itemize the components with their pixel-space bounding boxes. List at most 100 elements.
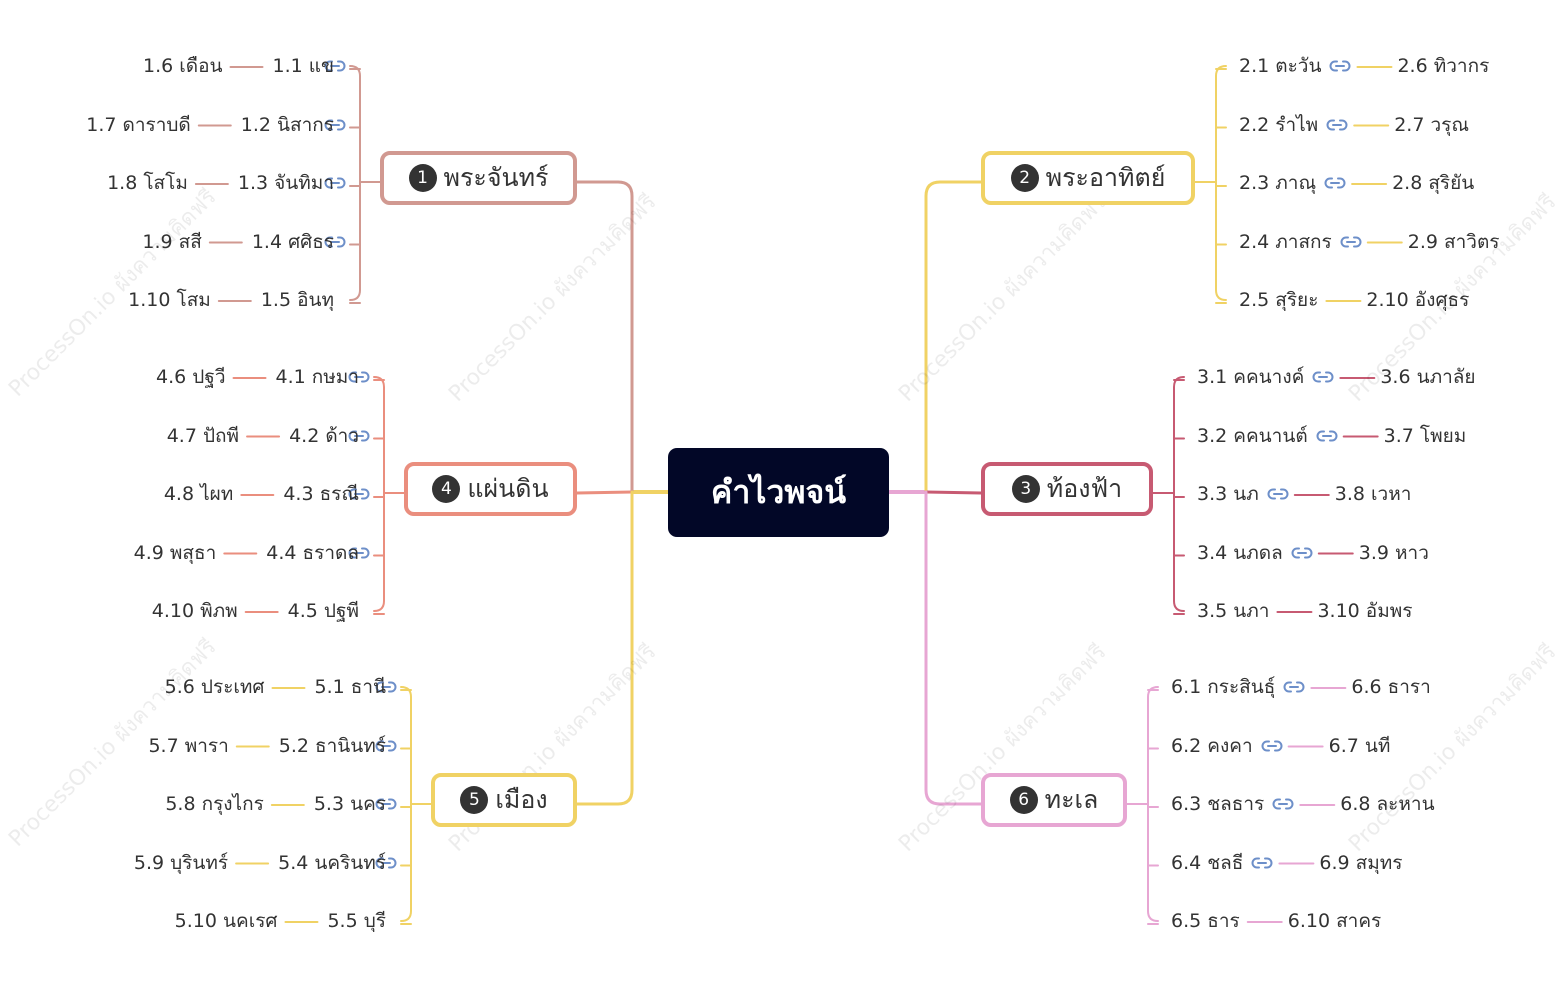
inner-leaf[interactable]: 4.5 ปฐพี	[287, 600, 359, 622]
inner-leaf[interactable]: 5.5 บุรี	[327, 910, 386, 932]
outer-leaf[interactable]: 6.10 สาคร	[1287, 910, 1382, 932]
link-icon[interactable]	[1312, 370, 1334, 384]
inner-leaf[interactable]: 1.3 จันทิมา	[237, 172, 334, 194]
outer-leaf[interactable]: 4.6 ปฐวี	[156, 366, 226, 388]
number-badge: 5	[460, 786, 489, 814]
inner-leaf[interactable]: 5.1 ธานี	[314, 676, 386, 698]
outer-leaf[interactable]: 4.9 พสุธา	[133, 541, 217, 564]
outer-leaf[interactable]: 3.9 หาว	[1358, 541, 1429, 564]
link-icon[interactable]	[348, 487, 370, 501]
outer-leaf[interactable]: 2.8 สุริยัน	[1392, 172, 1475, 194]
branch-label: พระอาทิตย์	[1045, 163, 1166, 192]
link-icon[interactable]	[1324, 176, 1346, 190]
link-icon[interactable]	[348, 429, 370, 443]
inner-leaf[interactable]: 6.4 ชลธี	[1171, 851, 1244, 874]
outer-leaf[interactable]: 6.9 สมุทร	[1319, 851, 1403, 874]
link-icon[interactable]	[375, 797, 397, 811]
outer-leaf[interactable]: 1.9 สสี	[142, 230, 202, 253]
outer-leaf[interactable]: 1.10 โสม	[128, 289, 211, 311]
inner-leaf[interactable]: 1.1 แข	[272, 55, 335, 77]
inner-leaf[interactable]: 4.4 ธราดล	[266, 541, 359, 564]
inner-leaf[interactable]: 1.5 อินทุ	[260, 289, 334, 311]
inner-leaf[interactable]: 2.1 ตะวัน	[1239, 55, 1322, 77]
branch-label: พระจันทร์	[443, 163, 549, 192]
link-icon[interactable]	[348, 546, 370, 560]
link-icon[interactable]	[1251, 856, 1273, 870]
link-icon[interactable]	[324, 118, 346, 132]
inner-leaf[interactable]: 4.1 กษมา	[275, 366, 359, 388]
outer-leaf[interactable]: 6.7 นที	[1328, 734, 1391, 757]
link-icon[interactable]	[1272, 797, 1294, 811]
link-icon[interactable]	[348, 370, 370, 384]
outer-leaf[interactable]: 6.8 ละหาน	[1340, 793, 1435, 815]
inner-leaf[interactable]: 6.1 กระสินธุ์	[1171, 676, 1276, 698]
outer-leaf[interactable]: 1.7 ดาราบดี	[86, 113, 191, 136]
outer-leaf[interactable]: 5.10 นคเรศ	[174, 910, 278, 932]
inner-leaf[interactable]: 4.3 ธรณี	[283, 483, 359, 505]
inner-leaf[interactable]: 2.4 ภาสกร	[1239, 230, 1332, 253]
link-icon[interactable]	[324, 59, 346, 73]
outer-leaf[interactable]: 3.6 นภาลัย	[1380, 366, 1476, 388]
inner-leaf[interactable]: 2.3 ภาณุ	[1239, 172, 1317, 194]
branch-bus	[1173, 376, 1185, 612]
outer-leaf[interactable]: 2.7 วรุณ	[1394, 113, 1469, 136]
outer-leaf[interactable]: 5.9 บุรินทร์	[133, 851, 229, 874]
outer-leaf[interactable]: 1.8 โสโม	[107, 172, 188, 194]
inner-leaf[interactable]: 3.5 นภา	[1197, 600, 1270, 622]
outer-leaf[interactable]: 3.8 เวหา	[1334, 483, 1412, 505]
outer-leaf[interactable]: 3.10 อัมพร	[1317, 600, 1413, 622]
outer-leaf[interactable]: 3.7 โพยม	[1383, 424, 1467, 447]
inner-leaf[interactable]: 1.4 ศศิธร	[251, 230, 334, 253]
link-icon[interactable]	[1340, 235, 1362, 249]
link-icon[interactable]	[1291, 546, 1313, 560]
inner-leaf[interactable]: 3.4 นภดล	[1197, 541, 1283, 564]
link-icon[interactable]	[375, 680, 397, 694]
outer-leaf[interactable]: 2.10 อังศุธร	[1366, 289, 1470, 311]
inner-leaf[interactable]: 2.5 สุริยะ	[1239, 289, 1319, 311]
outer-leaf[interactable]: 4.8 ไผท	[163, 483, 234, 505]
link-icon[interactable]	[1326, 118, 1348, 132]
link-icon[interactable]	[324, 176, 346, 190]
outer-leaf[interactable]: 1.6 เดือน	[143, 55, 223, 77]
outer-leaf[interactable]: 4.10 พิภพ	[151, 600, 238, 622]
link-icon[interactable]	[324, 235, 346, 249]
root-node[interactable]: คำไวพจน์	[668, 448, 889, 537]
outer-leaf[interactable]: 5.7 พารา	[148, 734, 229, 757]
link-icon[interactable]	[375, 856, 397, 870]
link-icon[interactable]	[1267, 487, 1289, 501]
inner-leaf[interactable]: 3.3 นภ	[1197, 483, 1259, 505]
number-badge: 3	[1011, 475, 1040, 503]
link-icon[interactable]	[375, 739, 397, 753]
inner-leaf[interactable]: 5.4 นครินทร์	[278, 851, 386, 874]
outer-leaf[interactable]: 5.6 ประเทศ	[164, 676, 265, 698]
link-icon[interactable]	[1283, 680, 1305, 694]
inner-leaf[interactable]: 4.2 ด้าว	[289, 424, 359, 447]
link-icon[interactable]	[1316, 429, 1338, 443]
link-icon[interactable]	[1329, 59, 1351, 73]
inner-leaf[interactable]: 1.2 นิสากร	[240, 113, 334, 136]
inner-leaf[interactable]: 5.3 นคร	[313, 793, 386, 815]
branch-label: ท้องฟ้า	[1046, 474, 1123, 503]
number-badge: 4	[432, 475, 461, 503]
branch-label: เมือง	[495, 785, 548, 814]
inner-leaf[interactable]: 6.3 ชลธาร	[1171, 793, 1265, 815]
link-icon[interactable]	[1261, 739, 1283, 753]
outer-leaf[interactable]: 4.7 ปัถพี	[166, 424, 240, 447]
inner-leaf[interactable]: 2.2 รำไพ	[1239, 113, 1319, 136]
outer-leaf[interactable]: 6.6 ธารา	[1351, 676, 1431, 698]
inner-leaf[interactable]: 6.5 ธาร	[1171, 910, 1240, 932]
inner-leaf[interactable]: 3.2 คคนานต์	[1197, 424, 1308, 447]
inner-leaf[interactable]: 6.2 คงคา	[1171, 734, 1253, 757]
inner-leaf[interactable]: 3.1 คคนางค์	[1197, 366, 1305, 388]
inner-leaf[interactable]: 5.2 ธานินทร์	[278, 734, 386, 757]
outer-leaf[interactable]: 5.8 กรุงไกร	[165, 793, 264, 815]
outer-leaf[interactable]: 2.6 ทิวากร	[1397, 55, 1490, 77]
outer-leaf[interactable]: 2.9 สาวิตร	[1407, 230, 1500, 253]
